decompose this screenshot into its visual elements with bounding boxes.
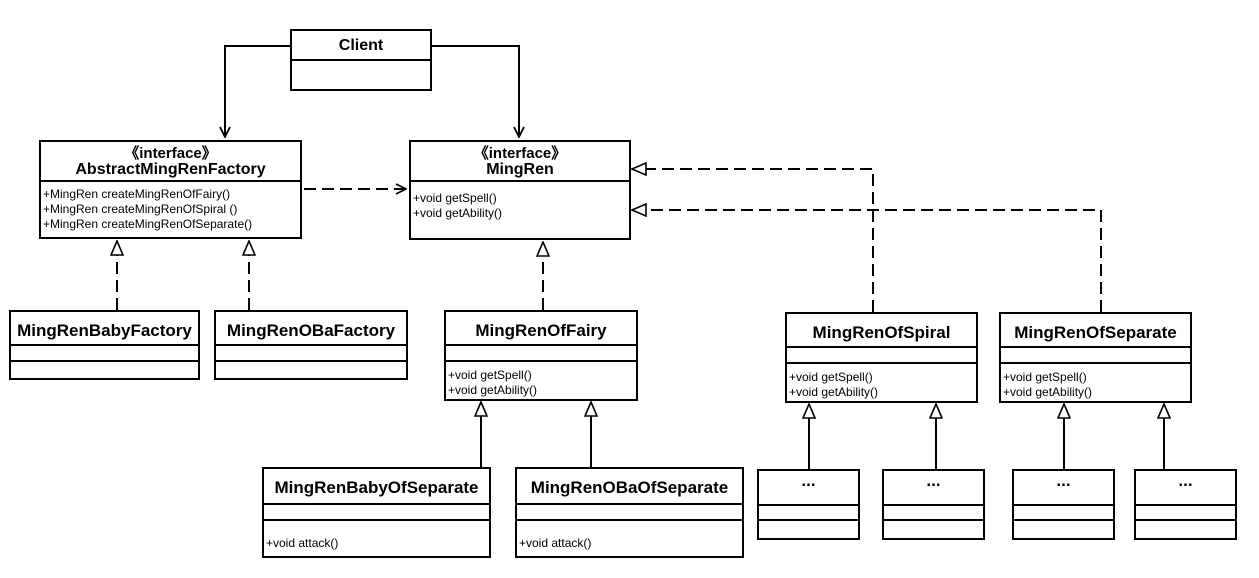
class-name: ...: [1056, 471, 1071, 490]
class-separator: [1014, 519, 1113, 521]
class-separator: [216, 344, 406, 346]
method-list: +void attack(): [519, 536, 591, 551]
class-name: MingRenBabyFactory: [17, 321, 192, 340]
realization-separate-mingren: [632, 210, 1102, 312]
class-separator: [884, 519, 983, 521]
method: +void attack(): [519, 536, 592, 550]
method-list: +void getSpell() +void getAbility(): [448, 368, 537, 398]
interface-stereotype: 《interface》: [473, 145, 567, 162]
method: +void getAbility(): [413, 206, 503, 220]
method-list: +void getSpell() +void getAbility(): [789, 370, 878, 400]
class-separator: [41, 180, 300, 182]
class-separator: [1001, 362, 1190, 364]
class-mingren-of-spiral[interactable]: MingRenOfSpiral +void getSpell() +void g…: [785, 312, 978, 403]
class-separator: [411, 180, 629, 182]
class-separator: [264, 519, 489, 521]
method: +void getAbility(): [789, 385, 879, 399]
class-separator: [1136, 519, 1235, 521]
method-list: +MingRen createMingRenOfFairy() +MingRen…: [43, 187, 252, 232]
class-separator: [446, 360, 636, 362]
method: +void getAbility(): [1003, 385, 1093, 399]
class-ellipsis-4[interactable]: ...: [1134, 469, 1237, 540]
class-separator: [884, 504, 983, 506]
method: +void getSpell(): [789, 370, 873, 384]
method: +void attack(): [266, 536, 339, 550]
class-name: MingRenOfSpiral: [812, 323, 951, 342]
method-list: +void attack(): [266, 536, 338, 551]
class-separator: [517, 503, 742, 505]
method: +void getAbility(): [448, 383, 538, 397]
class-name: ...: [926, 471, 941, 490]
class-ellipsis-1[interactable]: ...: [757, 469, 860, 540]
class-name: MingRenBabyOfSeparate: [274, 478, 479, 497]
class-mingren-of-separate[interactable]: MingRenOfSeparate +void getSpell() +void…: [999, 312, 1192, 403]
method: +MingRen createMingRenOfSeparate(): [43, 217, 253, 231]
class-name: MingRenOfSeparate: [1014, 323, 1177, 342]
class-separator: [759, 504, 858, 506]
class-separator: [787, 362, 976, 364]
method: +MingRen createMingRenOfSpiral (): [43, 202, 238, 216]
class-separator: [1136, 504, 1235, 506]
association-client-mingren: [432, 45, 519, 137]
class-name: MingRenOBaFactory: [226, 321, 396, 340]
class-name: MingRenOBaOfSeparate: [530, 478, 729, 497]
class-name: Client: [338, 37, 384, 54]
class-name: AbstractMingRenFactory: [75, 161, 266, 178]
method: +MingRen createMingRenOfFairy(): [43, 187, 231, 201]
interface-stereotype: 《interface》: [124, 145, 217, 162]
class-separator: [292, 59, 430, 61]
realization-spiral-mingren: [632, 169, 874, 312]
method-list: +void getSpell() +void getAbility(): [1003, 370, 1092, 400]
class-name: MingRenOfFairy: [475, 321, 607, 340]
class-mingren-of-fairy[interactable]: MingRenOfFairy +void getSpell() +void ge…: [444, 310, 638, 401]
class-mingren-oba-of-separate[interactable]: MingRenOBaOfSeparate +void attack(): [515, 467, 744, 558]
class-separator: [11, 344, 198, 346]
class-separator: [1001, 346, 1190, 348]
method-list: +void getSpell() +void getAbility(): [413, 191, 502, 221]
class-client[interactable]: Client: [290, 29, 432, 91]
class-separator: [216, 360, 406, 362]
class-name: MingRen: [486, 161, 554, 178]
class-separator: [517, 519, 742, 521]
class-separator: [1014, 504, 1113, 506]
class-abstract-mingren-factory[interactable]: 《interface》 AbstractMingRenFactory +Ming…: [39, 140, 302, 239]
class-mingren-oba-factory[interactable]: MingRenOBaFactory: [214, 310, 408, 380]
class-ellipsis-2[interactable]: ...: [882, 469, 985, 540]
class-mingren-baby-factory[interactable]: MingRenBabyFactory: [9, 310, 200, 380]
method: +void getSpell(): [413, 191, 497, 205]
association-client-factory: [225, 45, 290, 137]
class-separator: [787, 346, 976, 348]
class-separator: [446, 344, 636, 346]
method: +void getSpell(): [1003, 370, 1087, 384]
class-separator: [264, 503, 489, 505]
class-mingren-baby-of-separate[interactable]: MingRenBabyOfSeparate +void attack(): [262, 467, 491, 558]
method: +void getSpell(): [448, 368, 532, 382]
class-ellipsis-3[interactable]: ...: [1012, 469, 1115, 540]
class-name: ...: [801, 471, 816, 490]
class-name: ...: [1178, 471, 1193, 490]
class-separator: [11, 360, 198, 362]
class-mingren-interface[interactable]: 《interface》 MingRen +void getSpell() +vo…: [409, 140, 631, 240]
class-separator: [759, 519, 858, 521]
